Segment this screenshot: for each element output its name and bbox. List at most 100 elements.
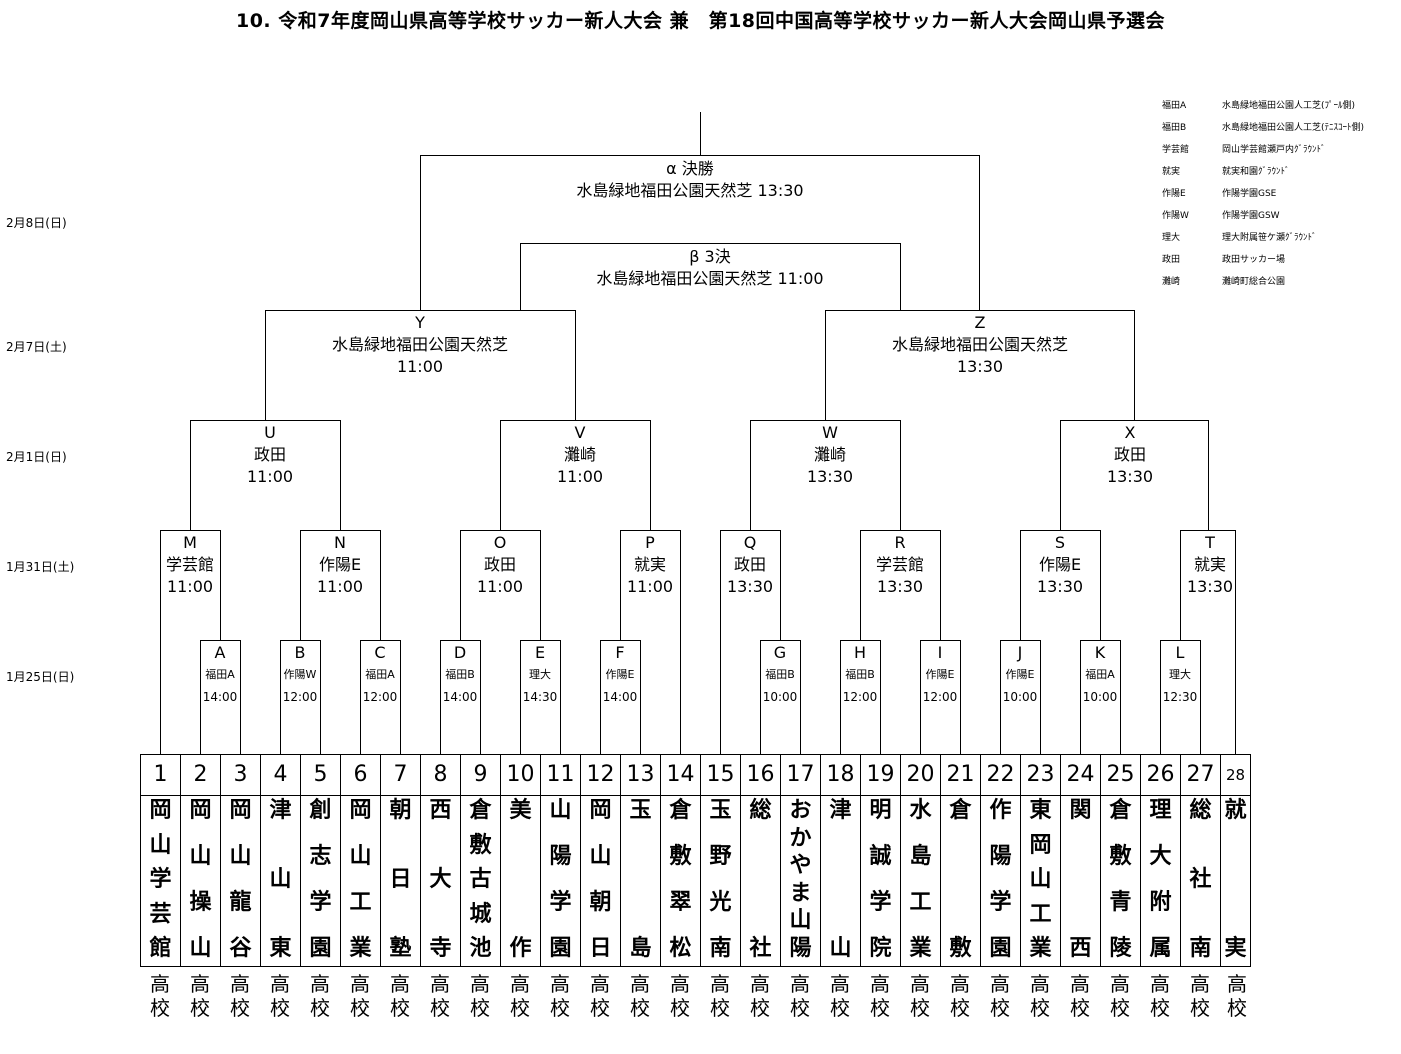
bracket-line	[940, 530, 941, 640]
bracket-line	[1040, 640, 1041, 754]
bracket-line	[1160, 640, 1200, 641]
bracket-line	[750, 420, 900, 421]
team-number: 14	[660, 754, 701, 796]
bracket-line	[300, 530, 380, 531]
school-suffix: 高校	[420, 972, 460, 1020]
team-name-char	[1232, 846, 1240, 868]
team-name: 就 実	[1220, 795, 1251, 967]
match-time: 13:30	[726, 577, 774, 596]
match-id: G	[773, 643, 787, 662]
bracket-line	[1000, 640, 1040, 641]
bracket-line	[1000, 640, 1001, 754]
school-suffix-char: 校	[990, 996, 1010, 1020]
team-name-char: 山	[829, 936, 852, 961]
bracket-line	[420, 155, 980, 156]
team-name-text: 岡山龍谷	[221, 796, 260, 960]
bracket-line	[720, 530, 721, 640]
team-name-char: 園	[309, 936, 332, 961]
team-name-char: 工	[349, 890, 372, 915]
school-suffix: 高校	[940, 972, 980, 1020]
match-venue: 水島緑地福田公園天然芝	[891, 335, 1068, 354]
bracket-line	[265, 310, 266, 420]
team-name-text: 理大附属	[1141, 796, 1180, 960]
school-suffix-char: 高	[790, 972, 810, 996]
bracket-line	[720, 530, 721, 754]
school-suffix: 高校	[1180, 972, 1220, 1020]
school-suffix: 高校	[460, 972, 500, 1020]
bracket-line	[190, 420, 340, 421]
school-suffix-char: 高	[670, 972, 690, 996]
match-time: 11:00	[626, 577, 674, 596]
team-name-char: 日	[589, 936, 612, 961]
school-suffix-char: 校	[1070, 996, 1090, 1020]
page-title: 10. 令和7年度岡山県高等学校サッカー新人大会 兼 第18回中国高等学校サッカ…	[235, 10, 1166, 32]
team-name-char: 山	[589, 844, 612, 869]
school-suffix-char: 校	[630, 996, 650, 1020]
team-name-text: 明誠学院	[861, 796, 900, 960]
school-suffix-char: 校	[910, 996, 930, 1020]
bracket-line	[200, 640, 201, 754]
bracket-line	[825, 310, 826, 420]
team-name-char: 津	[269, 798, 292, 823]
bracket-line	[1100, 530, 1101, 640]
team-name-char: 岡	[1029, 832, 1052, 858]
match-id: H	[853, 643, 867, 662]
team-name: 西 大 寺	[420, 795, 461, 967]
bracket-line	[760, 640, 761, 754]
match-id: P	[645, 533, 655, 552]
match-venue: 作陽E	[318, 555, 362, 574]
legend-full: 水島緑地福田公園人工芝(ﾌﾟｰﾙ側)	[1222, 101, 1356, 111]
team-name-char	[757, 846, 765, 868]
match-venue: 水島緑地福田公園天然芝 13:30	[576, 181, 804, 200]
bracket-line	[640, 640, 641, 754]
bracket-line	[650, 420, 651, 530]
school-suffix-char: 高	[150, 972, 170, 996]
team-name-char: 社	[749, 936, 772, 961]
team-number: 7	[380, 754, 421, 796]
date-quarters: 2月1日(日)	[6, 450, 67, 464]
match-venue: 学芸館	[875, 555, 924, 574]
team-name-char: 理	[1149, 798, 1172, 823]
team-name-char: 倉	[669, 798, 692, 823]
match-id: R	[894, 533, 906, 552]
team-name-char: 玉	[629, 798, 652, 823]
date-semis: 2月7日(土)	[6, 340, 67, 354]
bracket-line	[360, 640, 400, 641]
team-name-char: 西	[1069, 936, 1092, 961]
match-time: 11:00	[166, 577, 214, 596]
team-name-char: 美	[509, 798, 532, 823]
team-name-char: 朝	[589, 890, 612, 915]
team-name: 岡山学芸館	[140, 795, 181, 967]
team-name: 岡山操山	[180, 795, 221, 967]
date-r16: 1月31日(土)	[6, 560, 75, 574]
bracket-line	[540, 530, 541, 640]
team-number: 9	[460, 754, 501, 796]
match-venue: 福田A	[1085, 668, 1115, 681]
match-venue: 作陽E	[1005, 668, 1035, 681]
team-name: 倉敷青陵	[1100, 795, 1141, 967]
team-name-text: 倉敷古城池	[461, 796, 500, 960]
team-name-char	[437, 904, 445, 926]
bracket-line	[440, 640, 441, 754]
bracket-line	[440, 640, 480, 641]
team-name-char: 日	[389, 867, 412, 892]
team-name-char: 東	[1029, 798, 1052, 823]
school-suffix-char: 校	[590, 996, 610, 1020]
team-name-char: 大	[429, 867, 452, 892]
team-name-char: 山	[349, 844, 372, 869]
team-name-char: 総	[1189, 798, 1212, 823]
match-time: 13:30	[956, 357, 1004, 376]
team-name-char: 工	[909, 890, 932, 915]
team-name-char	[397, 835, 405, 857]
match-venue: 福田B	[845, 668, 875, 681]
team-name-char: 朝	[389, 798, 412, 823]
bracket-line	[460, 530, 540, 531]
bracket-line	[1180, 530, 1181, 640]
team-name-char: 実	[1224, 936, 1247, 961]
match-r16: R 学芸館 13:30	[860, 532, 940, 598]
team-name-char: 龍	[229, 890, 252, 915]
match-time: 14:00	[442, 690, 478, 704]
school-suffix: 高校	[1100, 972, 1140, 1020]
team-name-char: 作	[989, 798, 1012, 823]
